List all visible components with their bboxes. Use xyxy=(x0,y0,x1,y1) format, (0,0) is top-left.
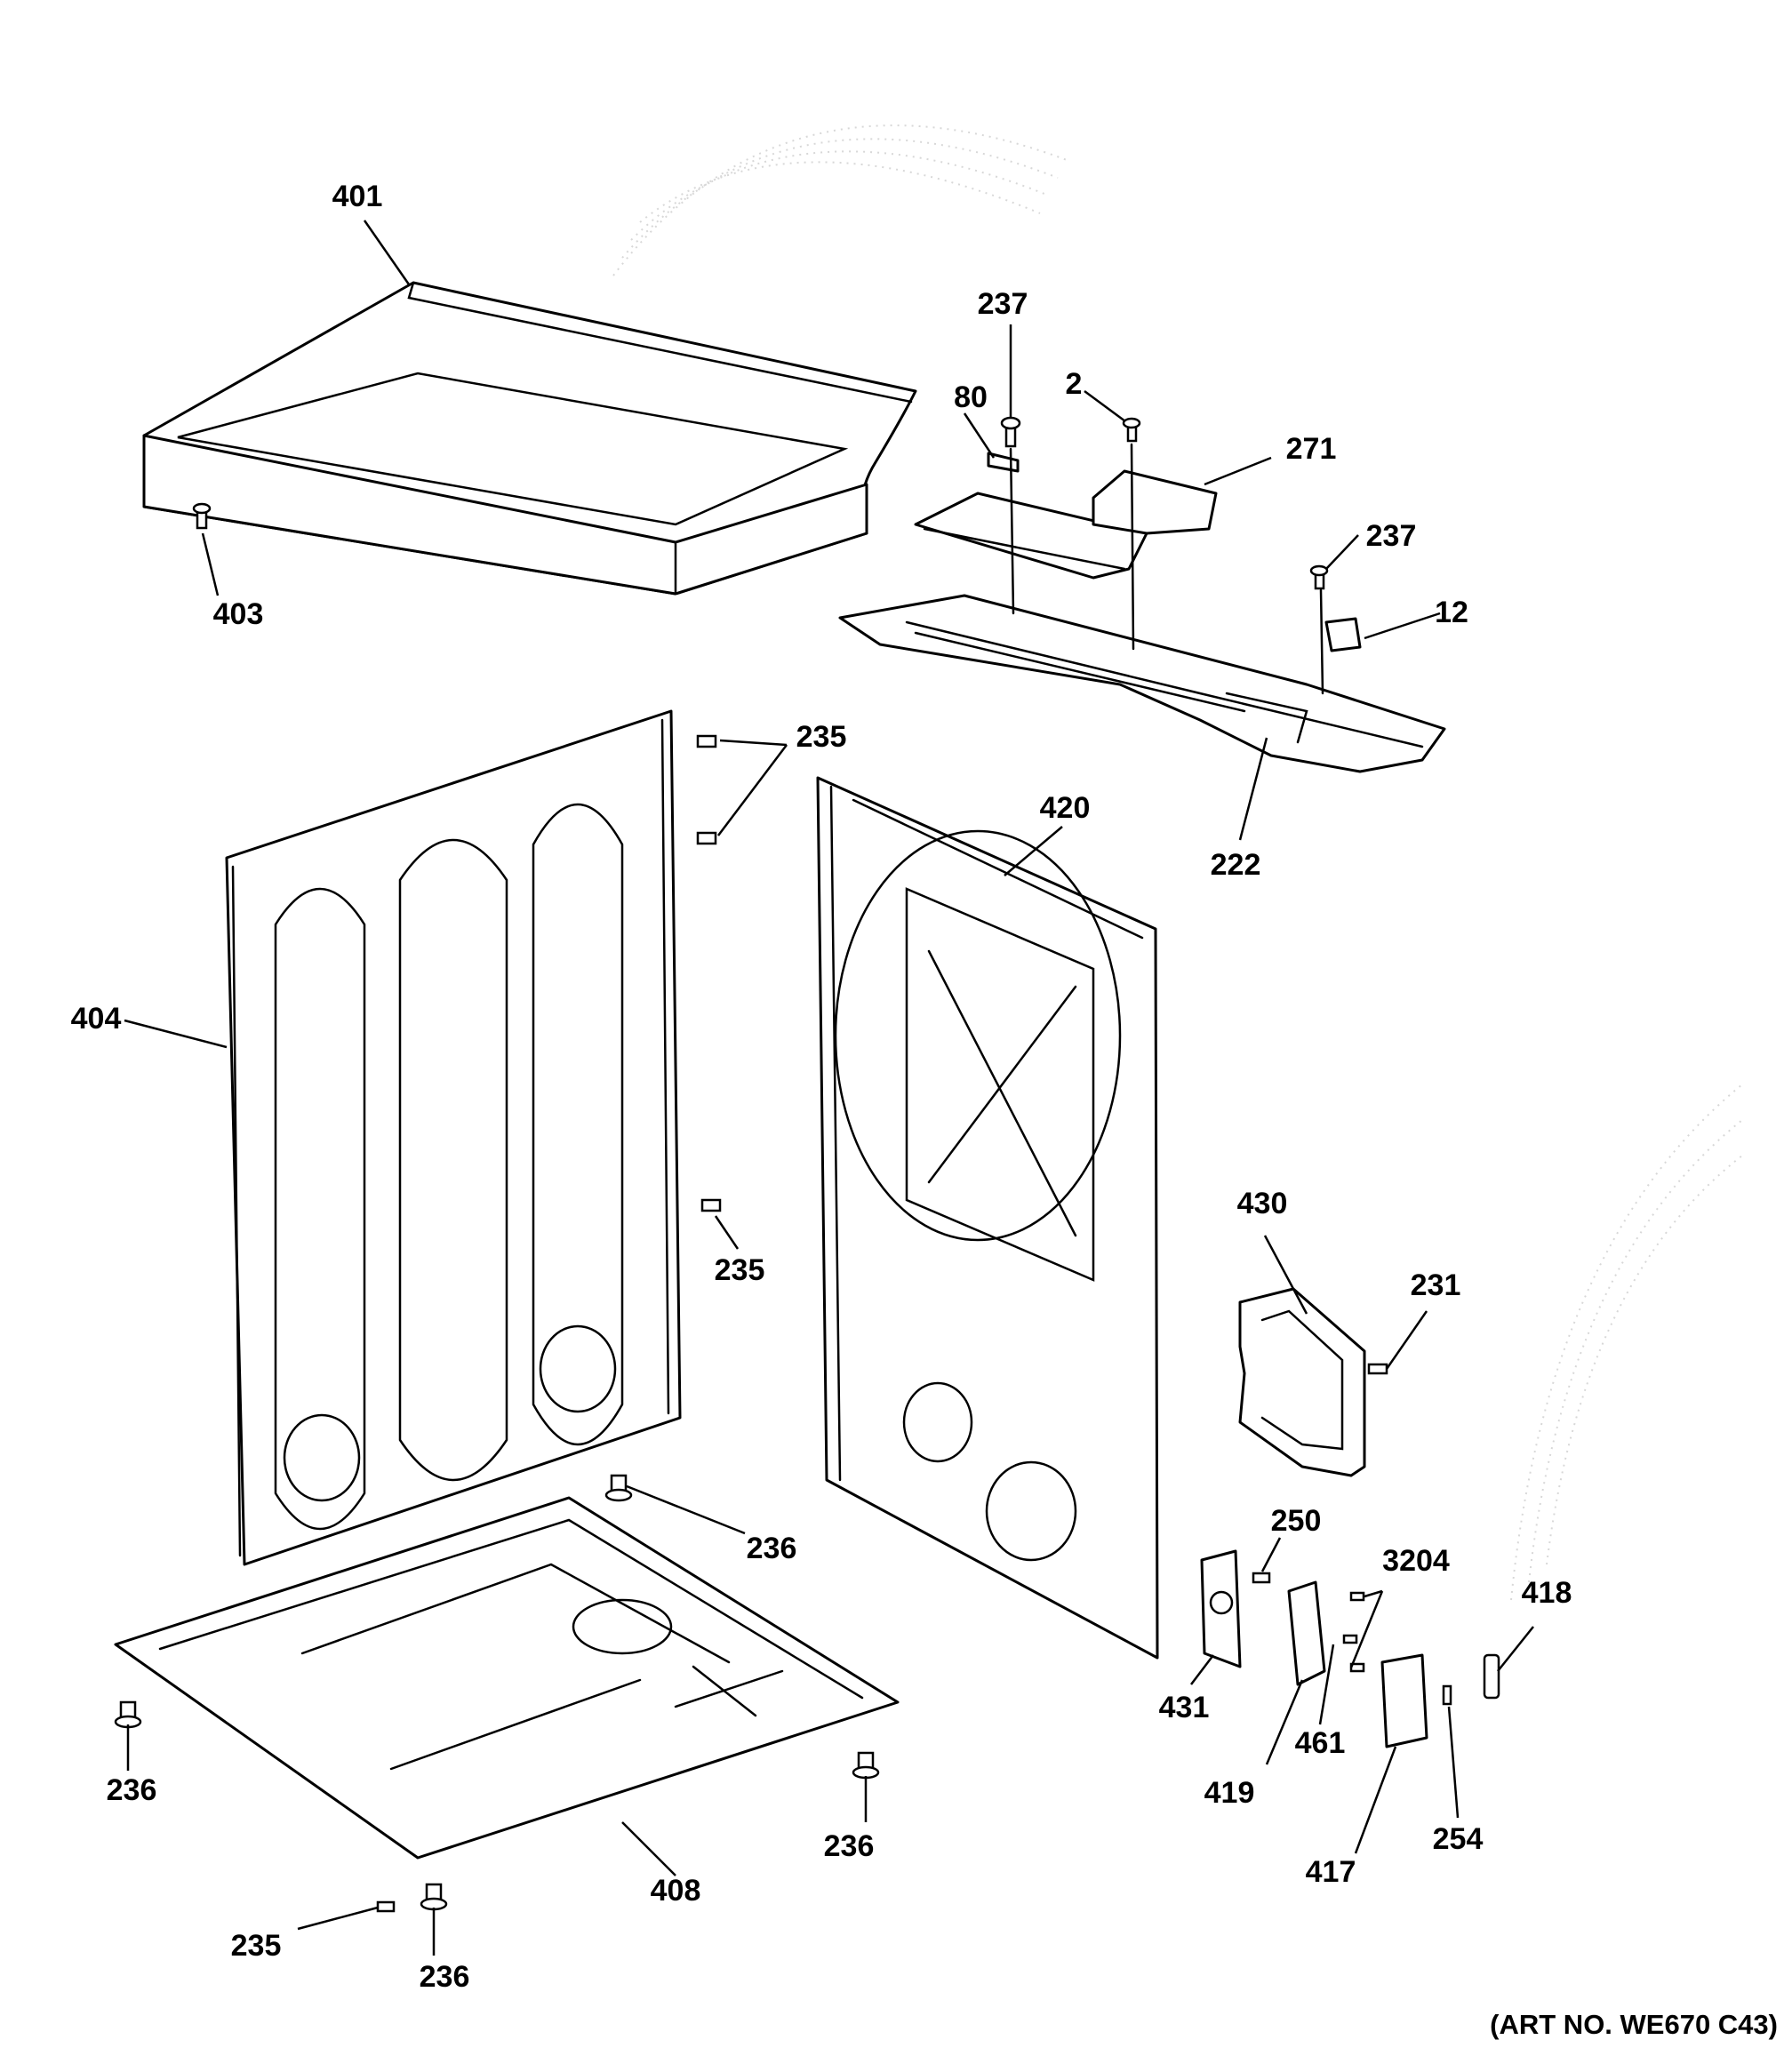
screw-2 xyxy=(1122,417,1141,443)
callout-418: 418 xyxy=(1522,1576,1572,1610)
callout-235-side: 235 xyxy=(796,720,847,754)
callout-419: 419 xyxy=(1204,1776,1255,1810)
callout-3204: 3204 xyxy=(1382,1544,1450,1578)
callout-222: 222 xyxy=(1211,848,1261,882)
callout-labels: 401 403 237 80 2 271 237 12 222 235 420 … xyxy=(71,180,1572,1994)
screw-235-bottom xyxy=(376,1900,396,1913)
callout-403: 403 xyxy=(213,597,264,631)
screw-231 xyxy=(1367,1363,1388,1375)
screw-403 xyxy=(192,502,212,530)
callout-237-top: 237 xyxy=(978,287,1028,321)
callout-236-top: 236 xyxy=(747,1532,797,1565)
screw-250 xyxy=(1252,1572,1271,1584)
switch-12 xyxy=(1324,617,1362,652)
screws-3204 xyxy=(1342,1591,1365,1673)
watermark-dots xyxy=(612,124,1743,1601)
screw-237-top xyxy=(1000,416,1021,448)
vent-ring-430 xyxy=(1238,1287,1366,1477)
callout-236-left: 236 xyxy=(107,1773,157,1807)
screw-254 xyxy=(1442,1684,1452,1706)
screws-235-side xyxy=(696,734,722,1212)
assembly-lines xyxy=(1009,443,1324,695)
callout-231: 231 xyxy=(1411,1268,1461,1302)
callout-271: 271 xyxy=(1286,432,1337,466)
callout-401: 401 xyxy=(332,180,383,213)
terminal-block-419 xyxy=(1287,1580,1326,1686)
cover-417 xyxy=(1380,1653,1428,1748)
top-rail-222 xyxy=(838,594,1446,773)
callout-254: 254 xyxy=(1433,1822,1484,1856)
art-number-label: (ART NO. WE670 C43) xyxy=(1490,2009,1778,2040)
callout-404: 404 xyxy=(71,1002,122,1036)
callout-80: 80 xyxy=(954,380,988,414)
callout-236-bottom: 236 xyxy=(420,1960,470,1994)
callout-417: 417 xyxy=(1306,1855,1356,1889)
leader-lines xyxy=(124,220,1534,1956)
callout-408: 408 xyxy=(651,1874,701,1908)
side-panel-404 xyxy=(225,709,682,1566)
top-panel-401 xyxy=(142,281,917,596)
callout-2: 2 xyxy=(1066,367,1083,401)
callout-431: 431 xyxy=(1159,1691,1210,1724)
base-408 xyxy=(114,1496,900,1860)
part-431 xyxy=(1200,1549,1242,1668)
callout-235-mid: 235 xyxy=(715,1253,765,1287)
panel-420 xyxy=(816,776,1159,1660)
callout-236-right: 236 xyxy=(824,1829,875,1863)
fuse-418 xyxy=(1483,1653,1500,1700)
callout-420: 420 xyxy=(1040,791,1091,825)
callout-237-rail: 237 xyxy=(1366,519,1417,553)
legs-236 xyxy=(114,1474,880,1911)
callout-235-bottom: 235 xyxy=(231,1929,282,1963)
callout-250: 250 xyxy=(1271,1504,1322,1538)
bracket-271 xyxy=(914,469,1218,580)
callout-430: 430 xyxy=(1237,1187,1288,1220)
callout-461: 461 xyxy=(1295,1726,1346,1760)
screw-237-rail xyxy=(1309,564,1329,590)
callout-12: 12 xyxy=(1435,596,1468,629)
